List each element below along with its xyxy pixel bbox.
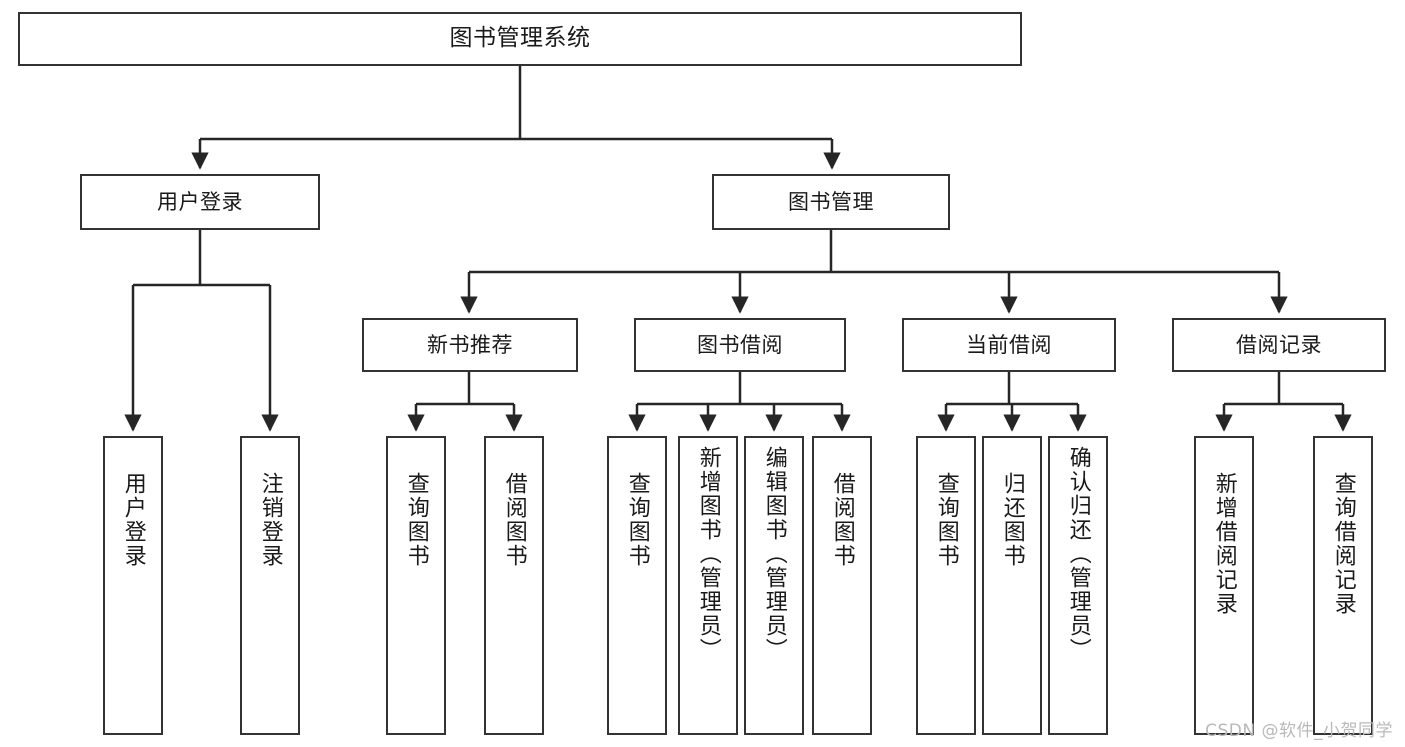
leaf-confirm-return-admin-label: 确认归还（管理员） [1065,446,1091,662]
leaf-query-borrow-record-label: 查询借阅记录 [1330,472,1356,616]
node-root[interactable]: 图书管理系统 [18,12,1022,66]
node-book-borrow[interactable]: 图书借阅 [634,318,846,372]
node-book-manage-label: 图书管理 [788,189,874,214]
leaf-add-book-admin-label: 新增图书（管理员） [695,446,721,662]
leaf-query-book-2-label: 查询图书 [624,472,650,568]
leaf-confirm-return-admin[interactable]: 确认归还（管理员） [1048,436,1108,735]
leaf-return-book-label: 归还图书 [999,472,1025,568]
node-user-login-label: 用户登录 [157,189,243,214]
leaf-add-borrow-record-label: 新增借阅记录 [1211,472,1237,616]
leaf-logout-label: 注销登录 [257,472,283,568]
node-book-manage[interactable]: 图书管理 [712,174,950,230]
leaf-query-book-3[interactable]: 查询图书 [916,436,976,735]
leaf-logout[interactable]: 注销登录 [240,436,300,735]
leaf-borrow-book-2-label: 借阅图书 [829,472,855,568]
node-new-book-recommend-label: 新书推荐 [427,332,513,357]
leaf-add-borrow-record[interactable]: 新增借阅记录 [1194,436,1254,735]
leaf-user-login-label: 用户登录 [120,472,146,568]
csdn-watermark: CSDN @软件_小贺同学 [1205,721,1393,741]
leaf-query-book-1-label: 查询图书 [403,472,429,568]
leaf-add-book-admin[interactable]: 新增图书（管理员） [678,436,738,735]
node-current-borrow-label: 当前借阅 [966,332,1052,357]
leaf-query-book-3-label: 查询图书 [933,472,959,568]
node-borrow-record-label: 借阅记录 [1236,332,1322,357]
node-new-book-recommend[interactable]: 新书推荐 [362,318,578,372]
node-root-label: 图书管理系统 [449,25,591,52]
leaf-user-login[interactable]: 用户登录 [103,436,163,735]
node-borrow-record[interactable]: 借阅记录 [1172,318,1386,372]
leaf-borrow-book-1[interactable]: 借阅图书 [484,436,544,735]
leaf-query-book-1[interactable]: 查询图书 [386,436,446,735]
leaf-borrow-book-2[interactable]: 借阅图书 [812,436,872,735]
node-current-borrow[interactable]: 当前借阅 [902,318,1116,372]
leaf-query-borrow-record[interactable]: 查询借阅记录 [1313,436,1373,735]
node-user-login[interactable]: 用户登录 [80,174,320,230]
leaf-query-book-2[interactable]: 查询图书 [607,436,667,735]
leaf-edit-book-admin[interactable]: 编辑图书（管理员） [744,436,804,735]
leaf-return-book[interactable]: 归还图书 [982,436,1042,735]
leaf-borrow-book-1-label: 借阅图书 [501,472,527,568]
node-book-borrow-label: 图书借阅 [697,332,783,357]
leaf-edit-book-admin-label: 编辑图书（管理员） [761,446,787,662]
